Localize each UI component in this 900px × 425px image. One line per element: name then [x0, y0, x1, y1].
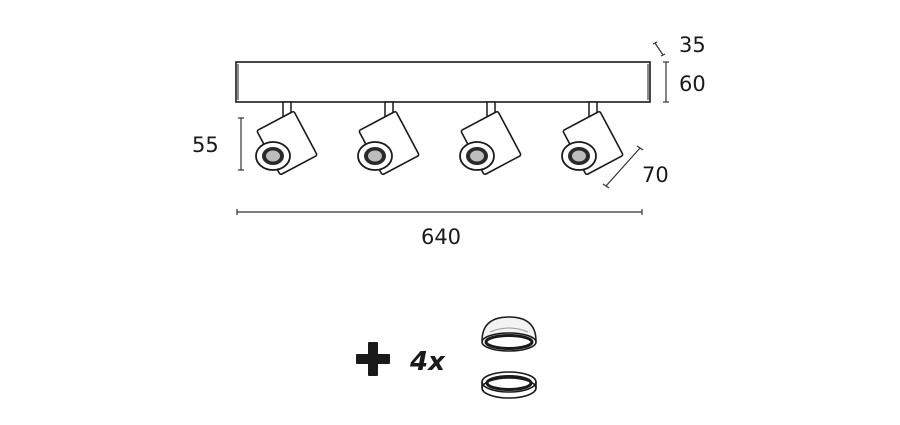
- rail-height-label: 60: [679, 72, 706, 96]
- spot-depth-label: 70: [642, 163, 669, 187]
- accessory-quantity: 4x: [409, 347, 446, 377]
- spotlight-2: [357, 101, 420, 176]
- total-length-label: 640: [421, 225, 461, 249]
- rail-depth-dim-line: [654, 42, 664, 56]
- spot-height-label: 55: [192, 133, 219, 157]
- spotlight-1: [255, 101, 318, 176]
- ring-icon: [481, 371, 537, 399]
- spotlight-3: [459, 101, 522, 176]
- lens-dome-icon: [481, 316, 537, 352]
- track-rail: [235, 61, 651, 103]
- spot-depth-dim-line: [605, 147, 641, 187]
- rail-depth-label: 35: [679, 33, 706, 57]
- dimension-lines: [236, 41, 669, 215]
- plus-icon: [356, 342, 390, 376]
- spotlight-4: [561, 101, 624, 176]
